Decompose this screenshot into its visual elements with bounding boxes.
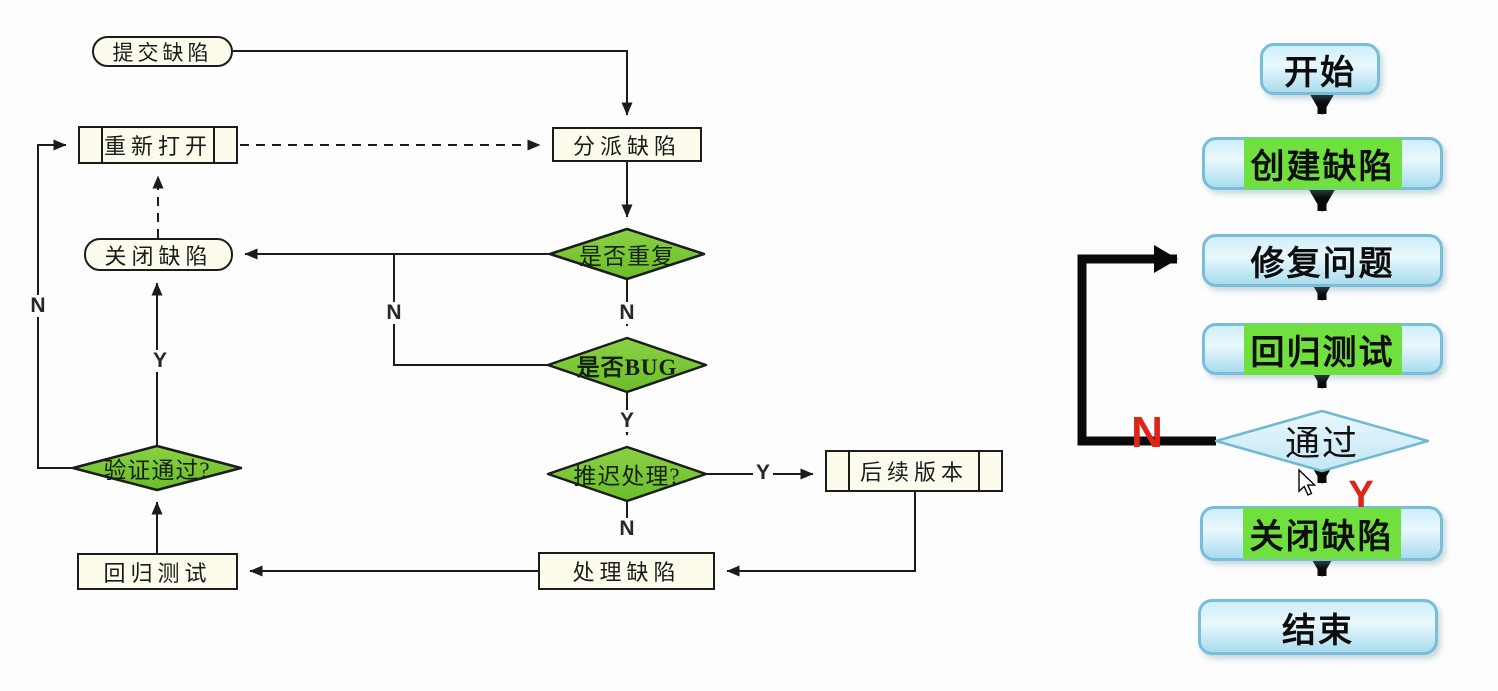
- decision-defer-diamond: [546, 445, 708, 503]
- decision-pass-diamond: [1214, 409, 1430, 473]
- edge-future-handle: [726, 492, 916, 577]
- decision-duplicate-diamond: [548, 227, 706, 281]
- edge-pass-no-loop: [1077, 245, 1216, 446]
- edge-bug-no-join: [393, 255, 549, 366]
- mouse-cursor-icon: [1298, 468, 1317, 496]
- edge-submit-assign: [233, 50, 633, 116]
- edge-verify-reopen: [37, 139, 73, 469]
- decision-isbug-diamond: [546, 336, 708, 394]
- decision-verify-diamond: [71, 444, 243, 492]
